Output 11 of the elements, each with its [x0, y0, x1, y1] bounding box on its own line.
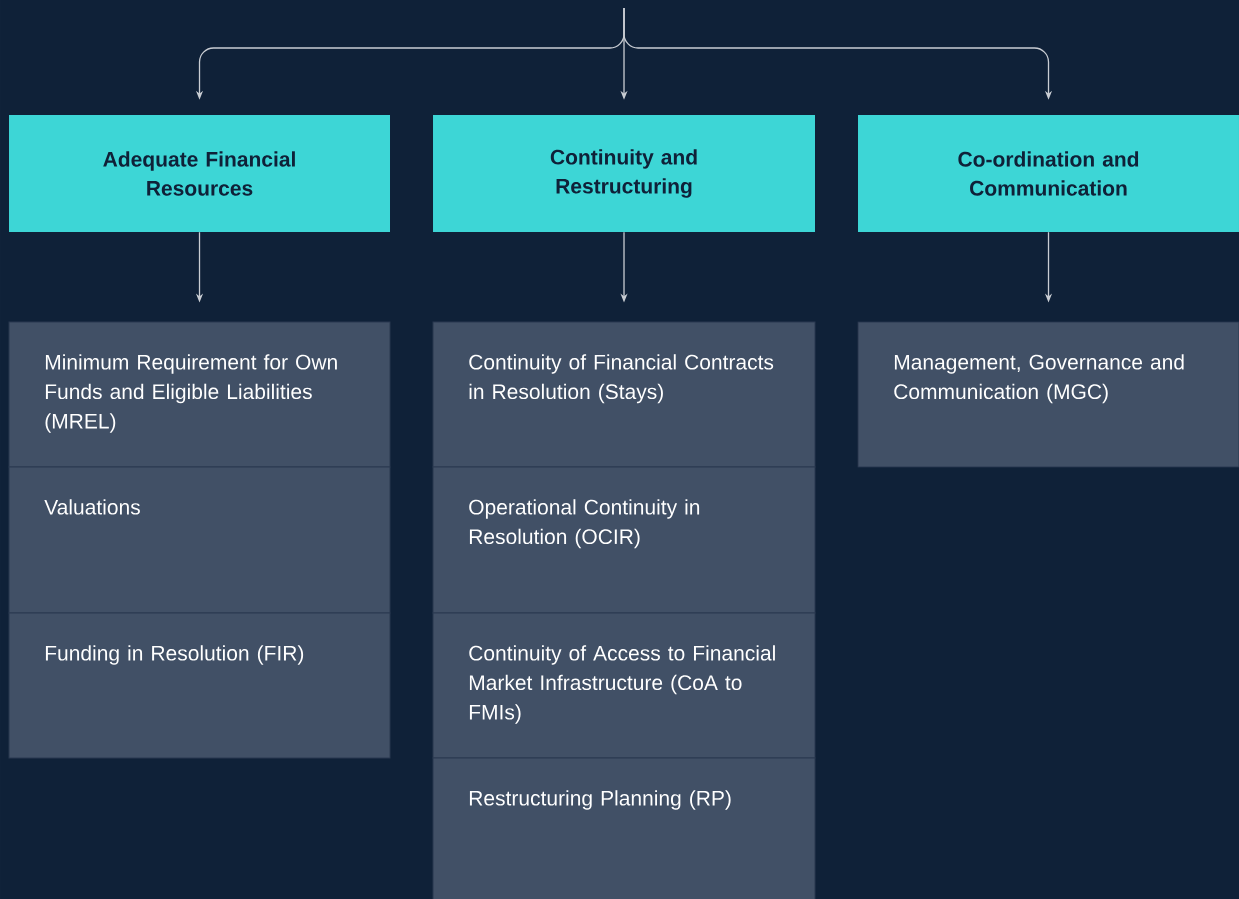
topic-box: Operational Continuity in Resolution (OCIR): [432, 466, 816, 614]
header-box: Adequate Financial Resources: [9, 115, 390, 232]
topic-box: Continuity of Access to Financial Market Infrastructure (CoA to FMIs): [432, 612, 816, 759]
topic-box: Restructuring Planning (RP): [432, 757, 816, 899]
topic-box: Minimum Requirement for Own Funds and Eligible Liabilities (MREL): [8, 321, 391, 468]
topic-box: Valuations: [8, 466, 391, 614]
topic-box: Funding in Resolution (FIR): [8, 612, 391, 759]
header-box: Co-ordination and Communication: [858, 115, 1239, 232]
header-box: Continuity and Restructuring: [433, 115, 815, 232]
topic-box: Continuity of Financial Contracts in Resolution (Stays): [432, 321, 816, 468]
topic-box: Management, Governance and Communication (MGC): [857, 321, 1239, 468]
